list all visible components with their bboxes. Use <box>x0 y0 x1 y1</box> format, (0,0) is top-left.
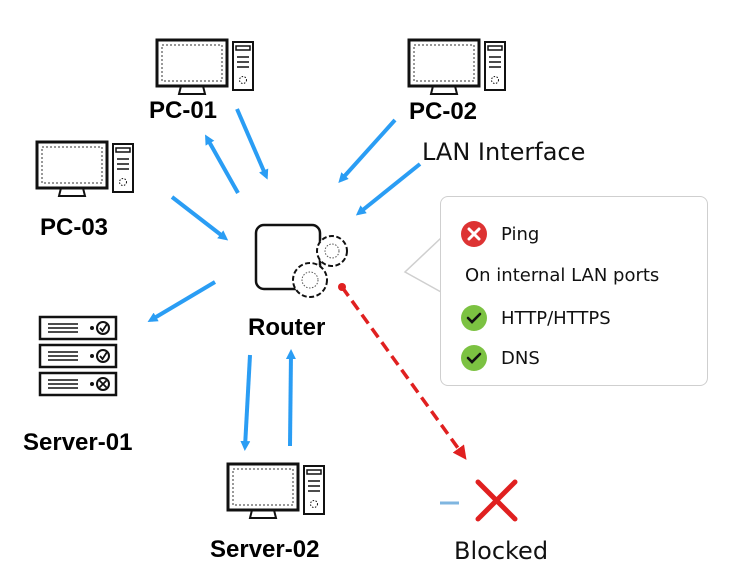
router-label: Router <box>248 314 326 341</box>
rule-dns: DNS <box>461 345 540 371</box>
rule-ping: Ping <box>461 221 539 247</box>
server02-label: Server-02 <box>210 536 320 563</box>
x-circle-icon <box>461 221 487 247</box>
gear-icon <box>316 235 348 267</box>
arrow-pc03-to-router <box>170 195 229 241</box>
arrow-router-to-server02 <box>240 354 252 451</box>
pc02-computer-icon[interactable] <box>407 38 507 96</box>
lan-interface-label: LAN Interface <box>422 138 586 166</box>
pc01-label: PC-01 <box>149 97 218 124</box>
gear-icon <box>292 262 328 298</box>
pc02-label: PC-02 <box>409 98 478 125</box>
blocked-x-icon <box>475 479 518 522</box>
check-circle-icon <box>461 345 487 371</box>
rule-label: HTTP/HTTPS <box>501 307 611 329</box>
arrow-server02-to-router <box>285 349 296 447</box>
server02-computer-icon[interactable] <box>226 462 326 520</box>
server01-label: Server-01 <box>23 429 133 456</box>
arrow-pc02-to-router <box>338 118 397 183</box>
pc03-computer-icon[interactable] <box>35 140 135 198</box>
router-icon[interactable] <box>254 223 348 298</box>
check-circle-icon <box>461 305 487 331</box>
arrow-router-to-pc01 <box>205 134 240 194</box>
server01-rack-icon[interactable] <box>38 315 118 397</box>
rule-label: Ping <box>501 223 540 245</box>
rule-scope-note: On internal LAN ports <box>465 265 659 286</box>
callout-tail <box>403 237 442 293</box>
blocked-path-arrow <box>340 285 467 460</box>
arrow-pc01-to-router <box>235 108 269 180</box>
rule-note: On internal LAN ports <box>465 265 660 286</box>
blocked-legend-label: Blocked <box>454 537 549 565</box>
rule-http-https: HTTP/HTTPS <box>461 305 611 331</box>
pc01-computer-icon[interactable] <box>155 38 255 96</box>
firewall-rules-callout: Ping On internal LAN ports HTTP/HTTPS DN… <box>440 196 708 386</box>
arrow-lan-interface-to-router <box>355 162 422 216</box>
arrow-router-to-server01 <box>147 280 217 323</box>
rule-label: DNS <box>501 347 540 369</box>
pc03-label: PC-03 <box>40 214 109 241</box>
